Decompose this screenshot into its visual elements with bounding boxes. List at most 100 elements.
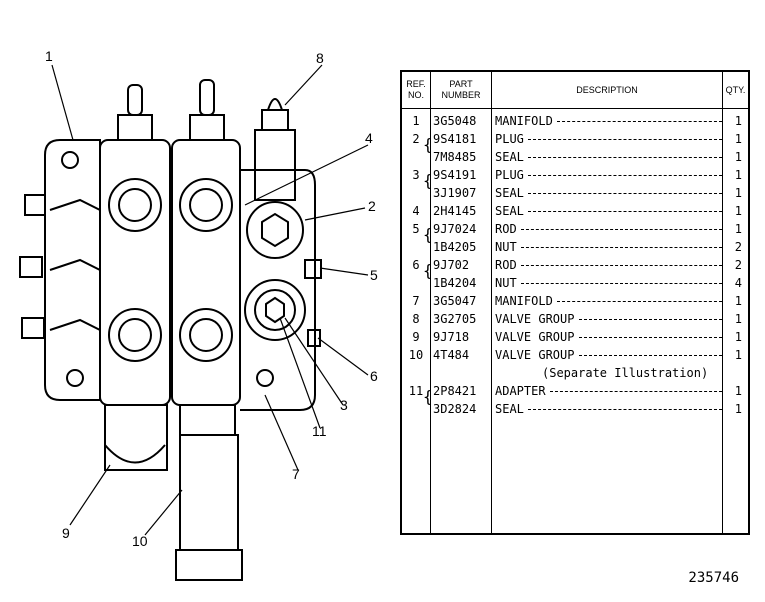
part-number-cell: 9J7024	[433, 222, 477, 236]
description-cell: ADAPTER	[495, 384, 546, 398]
callout-2: 2	[368, 198, 376, 214]
description-cell: ROD	[495, 222, 517, 236]
part-number-cell: 1B4205	[433, 240, 477, 254]
qty-cell: 1	[734, 402, 742, 416]
group-brace: {	[423, 171, 433, 190]
callout-7: 7	[292, 466, 300, 482]
figure-number: 235746	[688, 570, 739, 586]
part-number-cell: 9S4191	[433, 168, 477, 182]
column-divider	[491, 72, 492, 533]
description-cell: NUT	[495, 240, 517, 254]
callout-8: 8	[316, 50, 324, 66]
leader-dashes	[520, 229, 722, 230]
leader-dashes	[579, 337, 722, 338]
callout-4: 4	[365, 130, 373, 146]
leader-dashes	[579, 355, 722, 356]
group-brace: {	[423, 135, 433, 154]
qty-cell: 1	[734, 204, 742, 218]
qty-cell: 1	[734, 186, 742, 200]
description-cell: PLUG	[495, 132, 524, 146]
part-number-cell: 3G5048	[433, 114, 477, 128]
ref-no-cell: 2	[412, 132, 420, 146]
leader-dashes	[528, 139, 722, 140]
description-cell: VALVE GROUP	[495, 348, 575, 362]
group-brace: {	[423, 225, 433, 244]
qty-cell: 1	[734, 114, 742, 128]
description-cell: PLUG	[495, 168, 524, 182]
qty-cell: 1	[734, 348, 742, 362]
ref-no-cell: 6	[412, 258, 420, 272]
part-number-cell: 2H4145	[433, 204, 477, 218]
table-row: 2 9S4181 PLUG 1 {	[402, 130, 748, 154]
ref-no-cell: 3	[412, 168, 420, 182]
ref-no-cell: 10	[408, 348, 424, 362]
group-brace: {	[423, 261, 433, 280]
qty-cell: 1	[734, 294, 742, 308]
table-row: 1B4204 NUT 4	[402, 274, 748, 292]
callout-11: 11	[312, 423, 327, 439]
header-qty: QTY.	[723, 72, 748, 109]
valve-assembly-drawing	[19, 64, 369, 581]
ref-no-cell: 9	[412, 330, 420, 344]
part-number-cell: 1B4204	[433, 276, 477, 290]
leader-dashes	[550, 391, 722, 392]
callout-6: 6	[370, 368, 378, 384]
table-row: (Separate Illustration)	[402, 364, 748, 382]
description-cell: MANIFOLD	[495, 114, 553, 128]
group-brace: {	[423, 387, 433, 406]
header-ref-no: REF. NO.	[402, 72, 430, 109]
qty-cell: 1	[734, 168, 742, 182]
part-number-cell: 9J718	[433, 330, 470, 344]
ref-no-cell: 5	[412, 222, 420, 236]
qty-cell: 2	[734, 240, 742, 254]
table-row: 3D2824 SEAL 1	[402, 400, 748, 418]
column-divider	[430, 72, 431, 533]
leader-dashes	[528, 175, 722, 176]
part-number-cell: 3G5047	[433, 294, 477, 308]
qty-cell: 1	[734, 330, 742, 344]
table-row: 3 9S4191 PLUG 1 {	[402, 166, 748, 190]
part-number-cell: 3G2705	[433, 312, 477, 326]
description-cell: SEAL	[495, 402, 524, 416]
callout-10: 10	[132, 533, 148, 549]
table-row: 6 9J702 ROD 2 {	[402, 256, 748, 280]
ref-no-cell: 4	[412, 204, 420, 218]
header-part-number: PART NUMBER	[431, 72, 491, 109]
ref-no-cell: 11	[408, 384, 424, 398]
leader-dashes	[528, 211, 722, 212]
part-number-cell: 3D2824	[433, 402, 477, 416]
leader-dashes	[520, 265, 722, 266]
callout-1: 1	[45, 48, 53, 64]
qty-cell: 1	[734, 132, 742, 146]
description-cell: MANIFOLD	[495, 294, 553, 308]
description-cell: NUT	[495, 276, 517, 290]
leader-dashes	[528, 157, 722, 158]
leader-dashes	[579, 319, 722, 320]
table-row: 10 4T484 VALVE GROUP 1	[402, 346, 748, 364]
part-number-cell: 9S4181	[433, 132, 477, 146]
description-cell: ROD	[495, 258, 517, 272]
callout-5: 5	[370, 267, 378, 283]
leader-dashes	[557, 121, 722, 122]
description-cell: (Separate Illustration)	[542, 366, 709, 380]
qty-cell: 4	[734, 276, 742, 290]
leader-dashes	[528, 193, 722, 194]
part-number-cell: 7M8485	[433, 150, 477, 164]
description-cell: VALVE GROUP	[495, 330, 575, 344]
part-number-cell: 9J702	[433, 258, 470, 272]
callout-9: 9	[62, 525, 70, 541]
leader-dashes	[520, 283, 722, 284]
qty-cell: 1	[734, 150, 742, 164]
callout-3: 3	[340, 397, 348, 413]
part-number-cell: 4T484	[433, 348, 470, 362]
leader-dashes	[528, 409, 722, 410]
qty-cell: 2	[734, 258, 742, 272]
ref-no-cell: 8	[412, 312, 420, 326]
